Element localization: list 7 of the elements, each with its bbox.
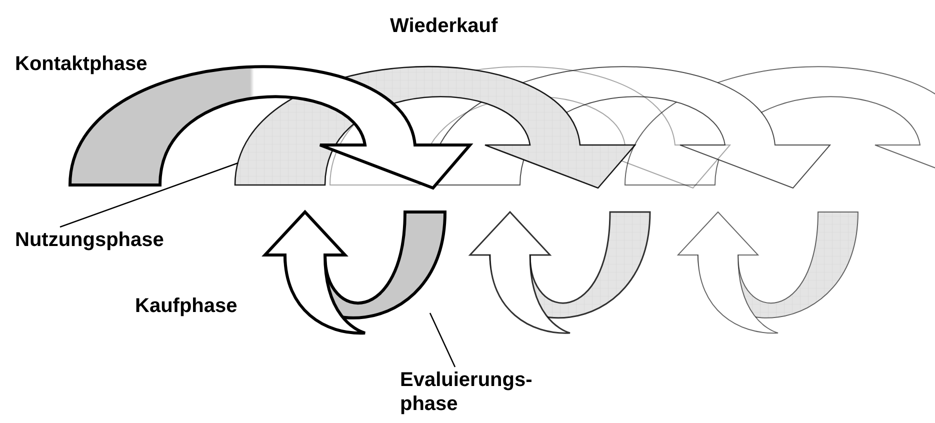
phase-label: Kaufphase: [135, 294, 238, 318]
leader-line: [60, 162, 238, 228]
leader-line: [429, 312, 456, 368]
phase-label: Kontaktphase: [15, 52, 148, 76]
phase-label: Evaluierungs- phase: [400, 368, 540, 416]
phase-label: Wiederkauf: [390, 14, 498, 38]
phase-label: Nutzungsphase: [15, 228, 164, 252]
